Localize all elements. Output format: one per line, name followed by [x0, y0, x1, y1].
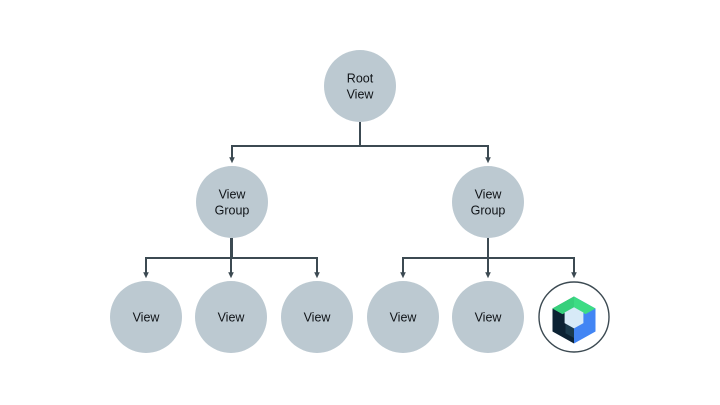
- node-view-3[interactable]: View: [281, 281, 353, 353]
- jetpack-compose-logo-icon: [552, 296, 596, 344]
- node-view-4[interactable]: View: [367, 281, 439, 353]
- node-view-2[interactable]: View: [195, 281, 267, 353]
- edge-viewgroup-right-to-compose: [487, 238, 577, 279]
- edge-group: [143, 122, 577, 279]
- edge-root-to-viewgroup-right: [359, 122, 491, 164]
- node-view-3-circle[interactable]: [281, 281, 353, 353]
- node-viewgroup-left-circle[interactable]: [196, 166, 268, 238]
- node-view-1-circle[interactable]: [110, 281, 182, 353]
- edge-root-to-viewgroup-left: [229, 122, 361, 164]
- node-view-5-circle[interactable]: [452, 281, 524, 353]
- edge-viewgroup-left-to-view-1: [143, 238, 233, 279]
- compose-logo-top-left-fold: [552, 296, 574, 315]
- node-view-2-circle[interactable]: [195, 281, 267, 353]
- node-viewgroup-right[interactable]: View Group: [452, 166, 524, 238]
- edge-viewgroup-left-to-view-3: [231, 238, 320, 279]
- compose-logo-center-hex: [564, 307, 584, 329]
- node-root-view[interactable]: Root View: [324, 50, 396, 122]
- node-view-1[interactable]: View: [110, 281, 182, 353]
- node-view-5[interactable]: View: [452, 281, 524, 353]
- node-compose[interactable]: [538, 281, 610, 353]
- node-view-4-circle[interactable]: [367, 281, 439, 353]
- node-viewgroup-left[interactable]: View Group: [196, 166, 268, 238]
- node-root-view-circle[interactable]: [324, 50, 396, 122]
- edge-viewgroup-right-to-view-4: [400, 238, 489, 279]
- node-viewgroup-right-circle[interactable]: [452, 166, 524, 238]
